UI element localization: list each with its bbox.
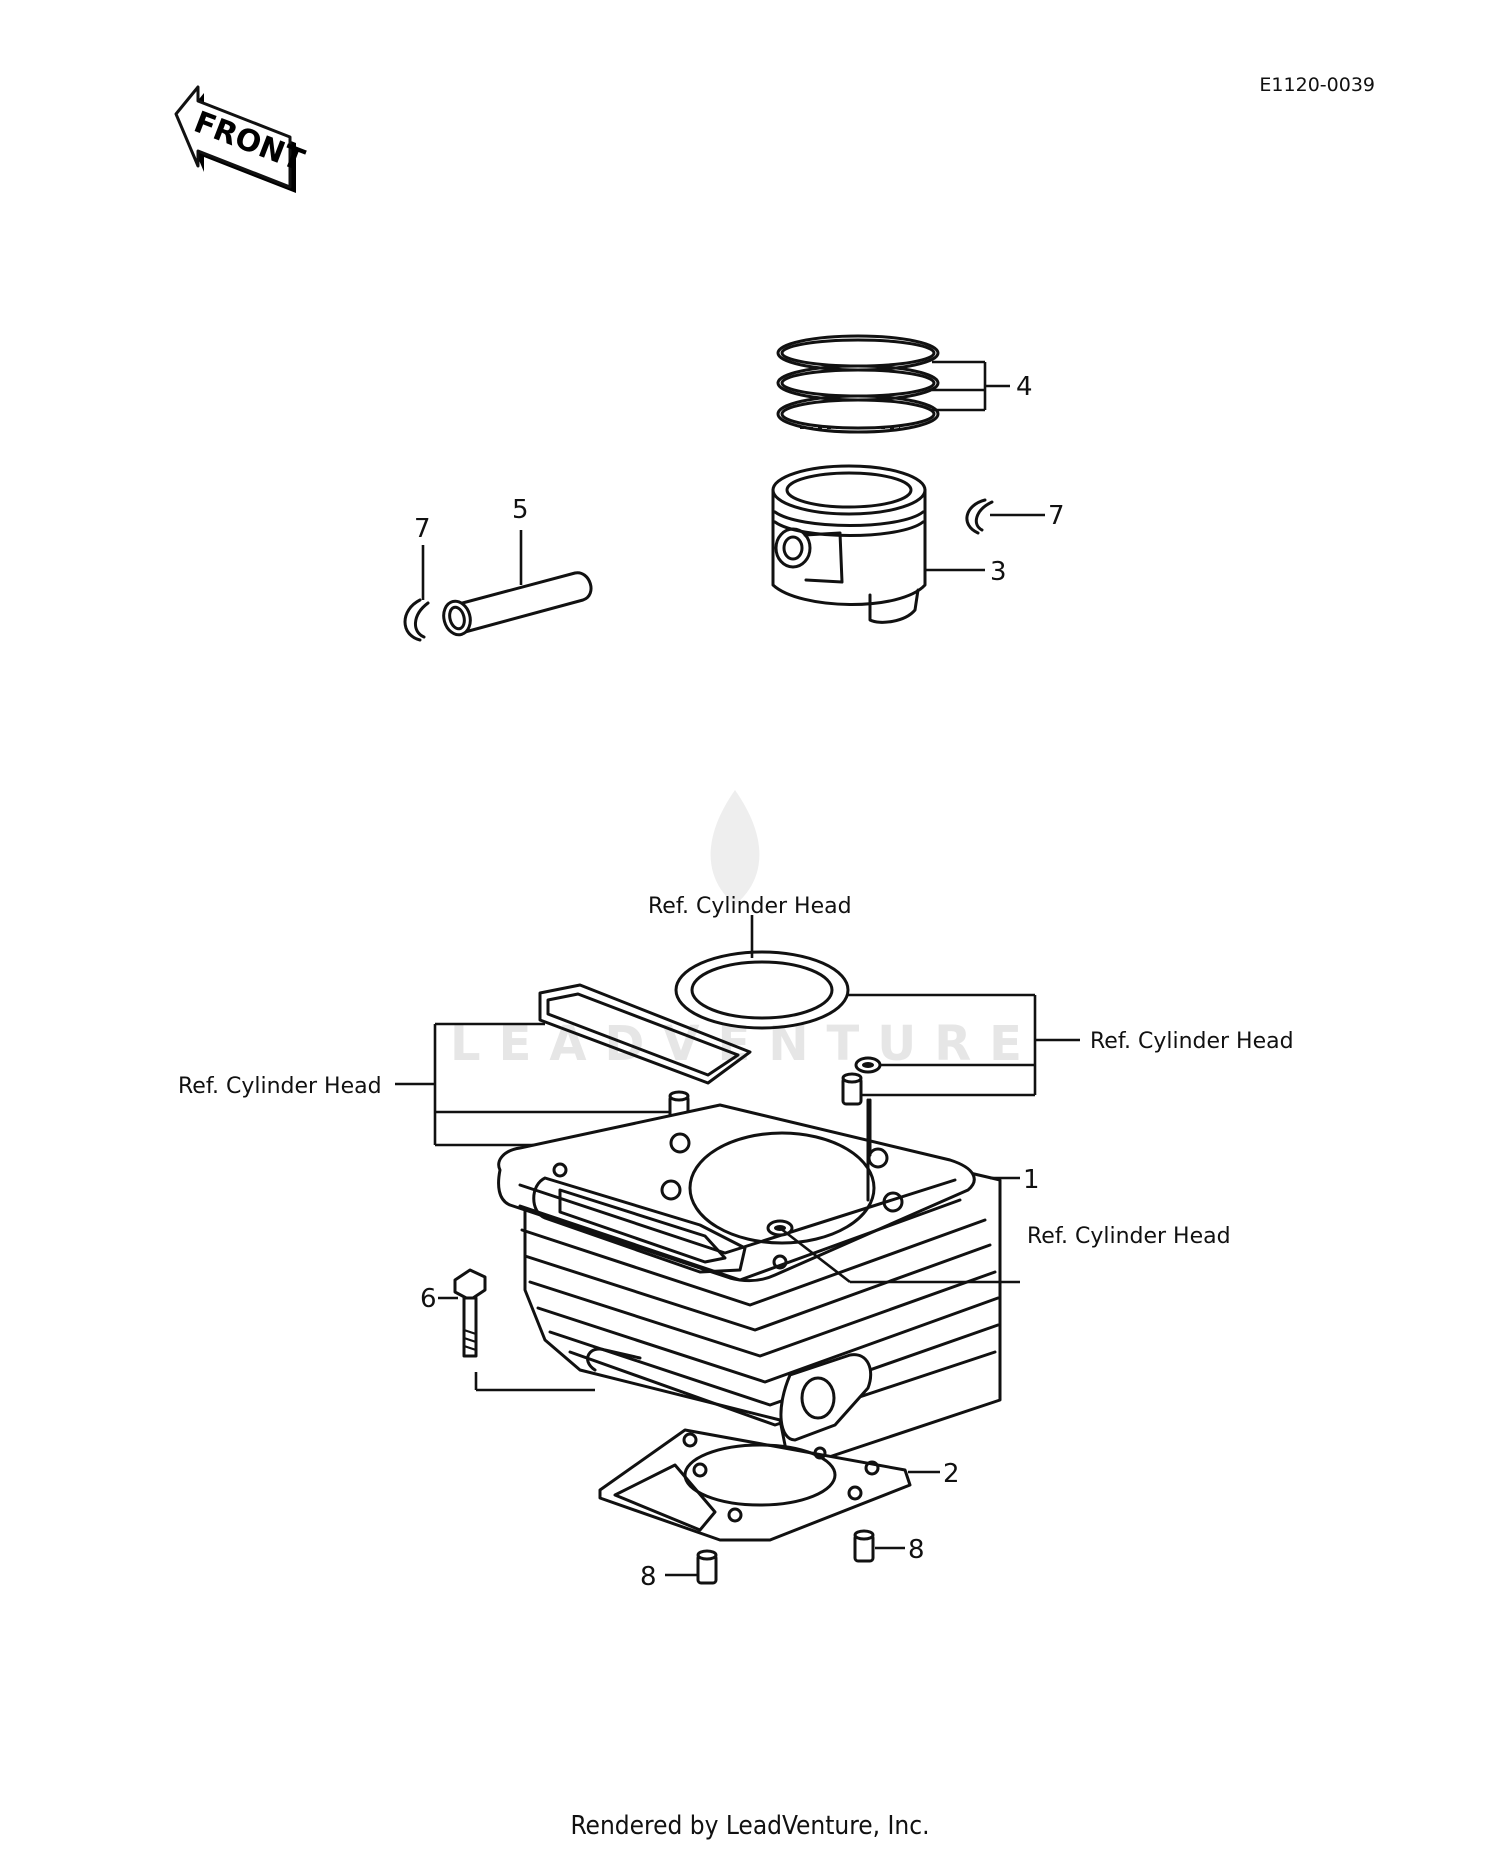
dowel-bottom-left [696, 1549, 718, 1585]
callout-4-leader [932, 360, 1010, 412]
callout-7b: 7 [1048, 501, 1065, 531]
circlip-right [965, 498, 994, 535]
dowel-top-right [841, 1072, 863, 1106]
callout-6: 6 [420, 1284, 437, 1314]
piston-rings [776, 334, 940, 434]
front-arrow-icon: FRONT [174, 85, 309, 193]
ref-cylinder-head-top: Ref. Cylinder Head [648, 894, 852, 919]
ref-right-upper-leader [848, 993, 1080, 1097]
footer-credit: Rendered by LeadVenture, Inc. [570, 1811, 929, 1841]
diagram-code: E1120-0039 [1259, 74, 1375, 96]
callout-4: 4 [1016, 372, 1033, 402]
ref-cylinder-head-right-lower: Ref. Cylinder Head [1027, 1224, 1231, 1249]
dowel-bottom-right [853, 1529, 875, 1563]
cylinder-block [497, 1098, 1002, 1472]
piston [771, 464, 927, 624]
watermark: LEADVENTURE [450, 790, 1022, 1072]
callout-3: 3 [990, 557, 1007, 587]
base-gasket [598, 1428, 912, 1542]
ref-cylinder-head-right-upper: Ref. Cylinder Head [1090, 1029, 1294, 1054]
callout-5: 5 [512, 495, 529, 525]
flame-logo-icon [710, 790, 760, 905]
piston-pin [442, 571, 593, 637]
callout-7a: 7 [414, 514, 431, 544]
callout-2: 2 [943, 1459, 960, 1489]
callout-1: 1 [1023, 1165, 1040, 1195]
callout-6-leader [438, 1296, 595, 1392]
washer-top-right [854, 1056, 882, 1074]
circlip-left [403, 598, 430, 642]
head-gasket-ring [674, 950, 850, 1030]
ref-cylinder-head-left: Ref. Cylinder Head [178, 1074, 382, 1099]
callout-8a: 8 [640, 1562, 657, 1592]
cover-gasket [538, 983, 752, 1085]
ref-right-lower-leader [779, 1226, 1020, 1284]
bolt [453, 1268, 487, 1358]
callout-8b: 8 [908, 1535, 925, 1565]
